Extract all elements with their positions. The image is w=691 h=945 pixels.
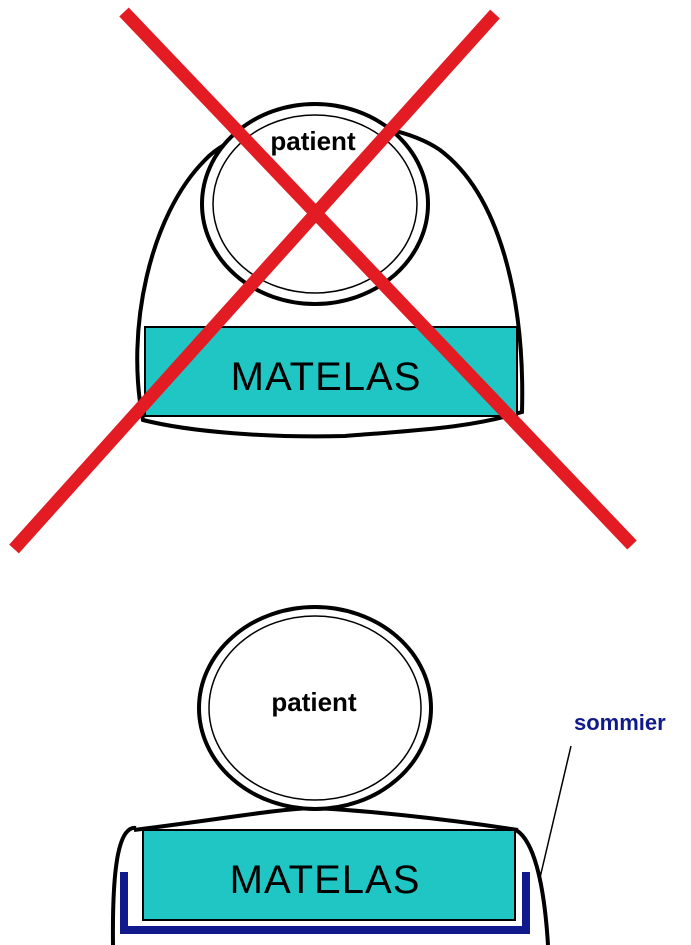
top-patient-label: patient: [270, 126, 356, 156]
top-panel: patient MATELAS: [14, 12, 632, 549]
bottom-patient-label: patient: [271, 687, 357, 717]
sommier-label: sommier: [574, 710, 666, 735]
sommier-leader-line: [539, 746, 571, 882]
bottom-mattress-label: MATELAS: [230, 858, 421, 902]
bottom-mattress-top-contour: [134, 808, 518, 830]
bottom-panel: patient MATELAS sommier: [113, 607, 666, 945]
top-mattress-label: MATELAS: [231, 355, 422, 399]
